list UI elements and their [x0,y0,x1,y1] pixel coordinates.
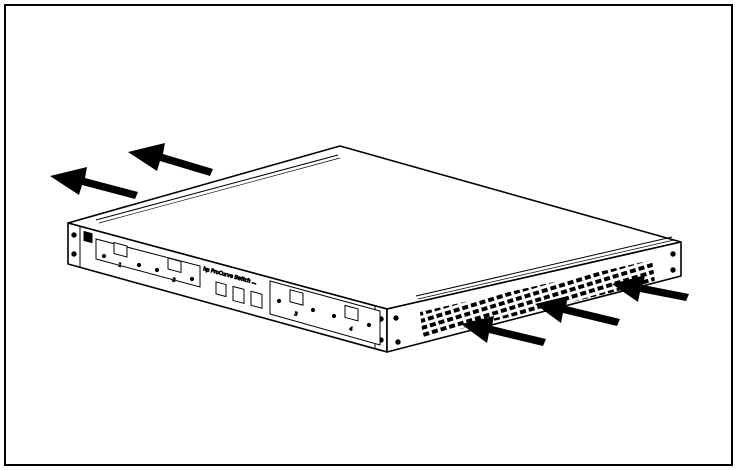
console-port [215,281,227,298]
power-led-icon [83,230,93,244]
exhaust-arrow-upper [128,143,213,176]
uplink-port-a [232,285,245,305]
exhaust-arrow-lower [50,167,138,199]
intake-arrow-right [612,275,689,302]
side-vents [420,260,655,338]
port-label-4: 4 [348,326,353,333]
port-2 [167,257,182,274]
port-label-1: 1 [117,262,122,269]
port-3 [289,289,304,306]
port-4 [344,304,359,322]
port-label-2: 2 [171,277,176,284]
port-label-3: 3 [293,311,298,318]
intake-arrow-left [461,316,546,346]
port-1 [113,241,128,258]
front-panel-details: hp ProCurve Switch ... 1 2 3 4 [83,230,381,346]
intake-arrow-middle [535,296,620,326]
uplink-port-b [250,290,263,309]
